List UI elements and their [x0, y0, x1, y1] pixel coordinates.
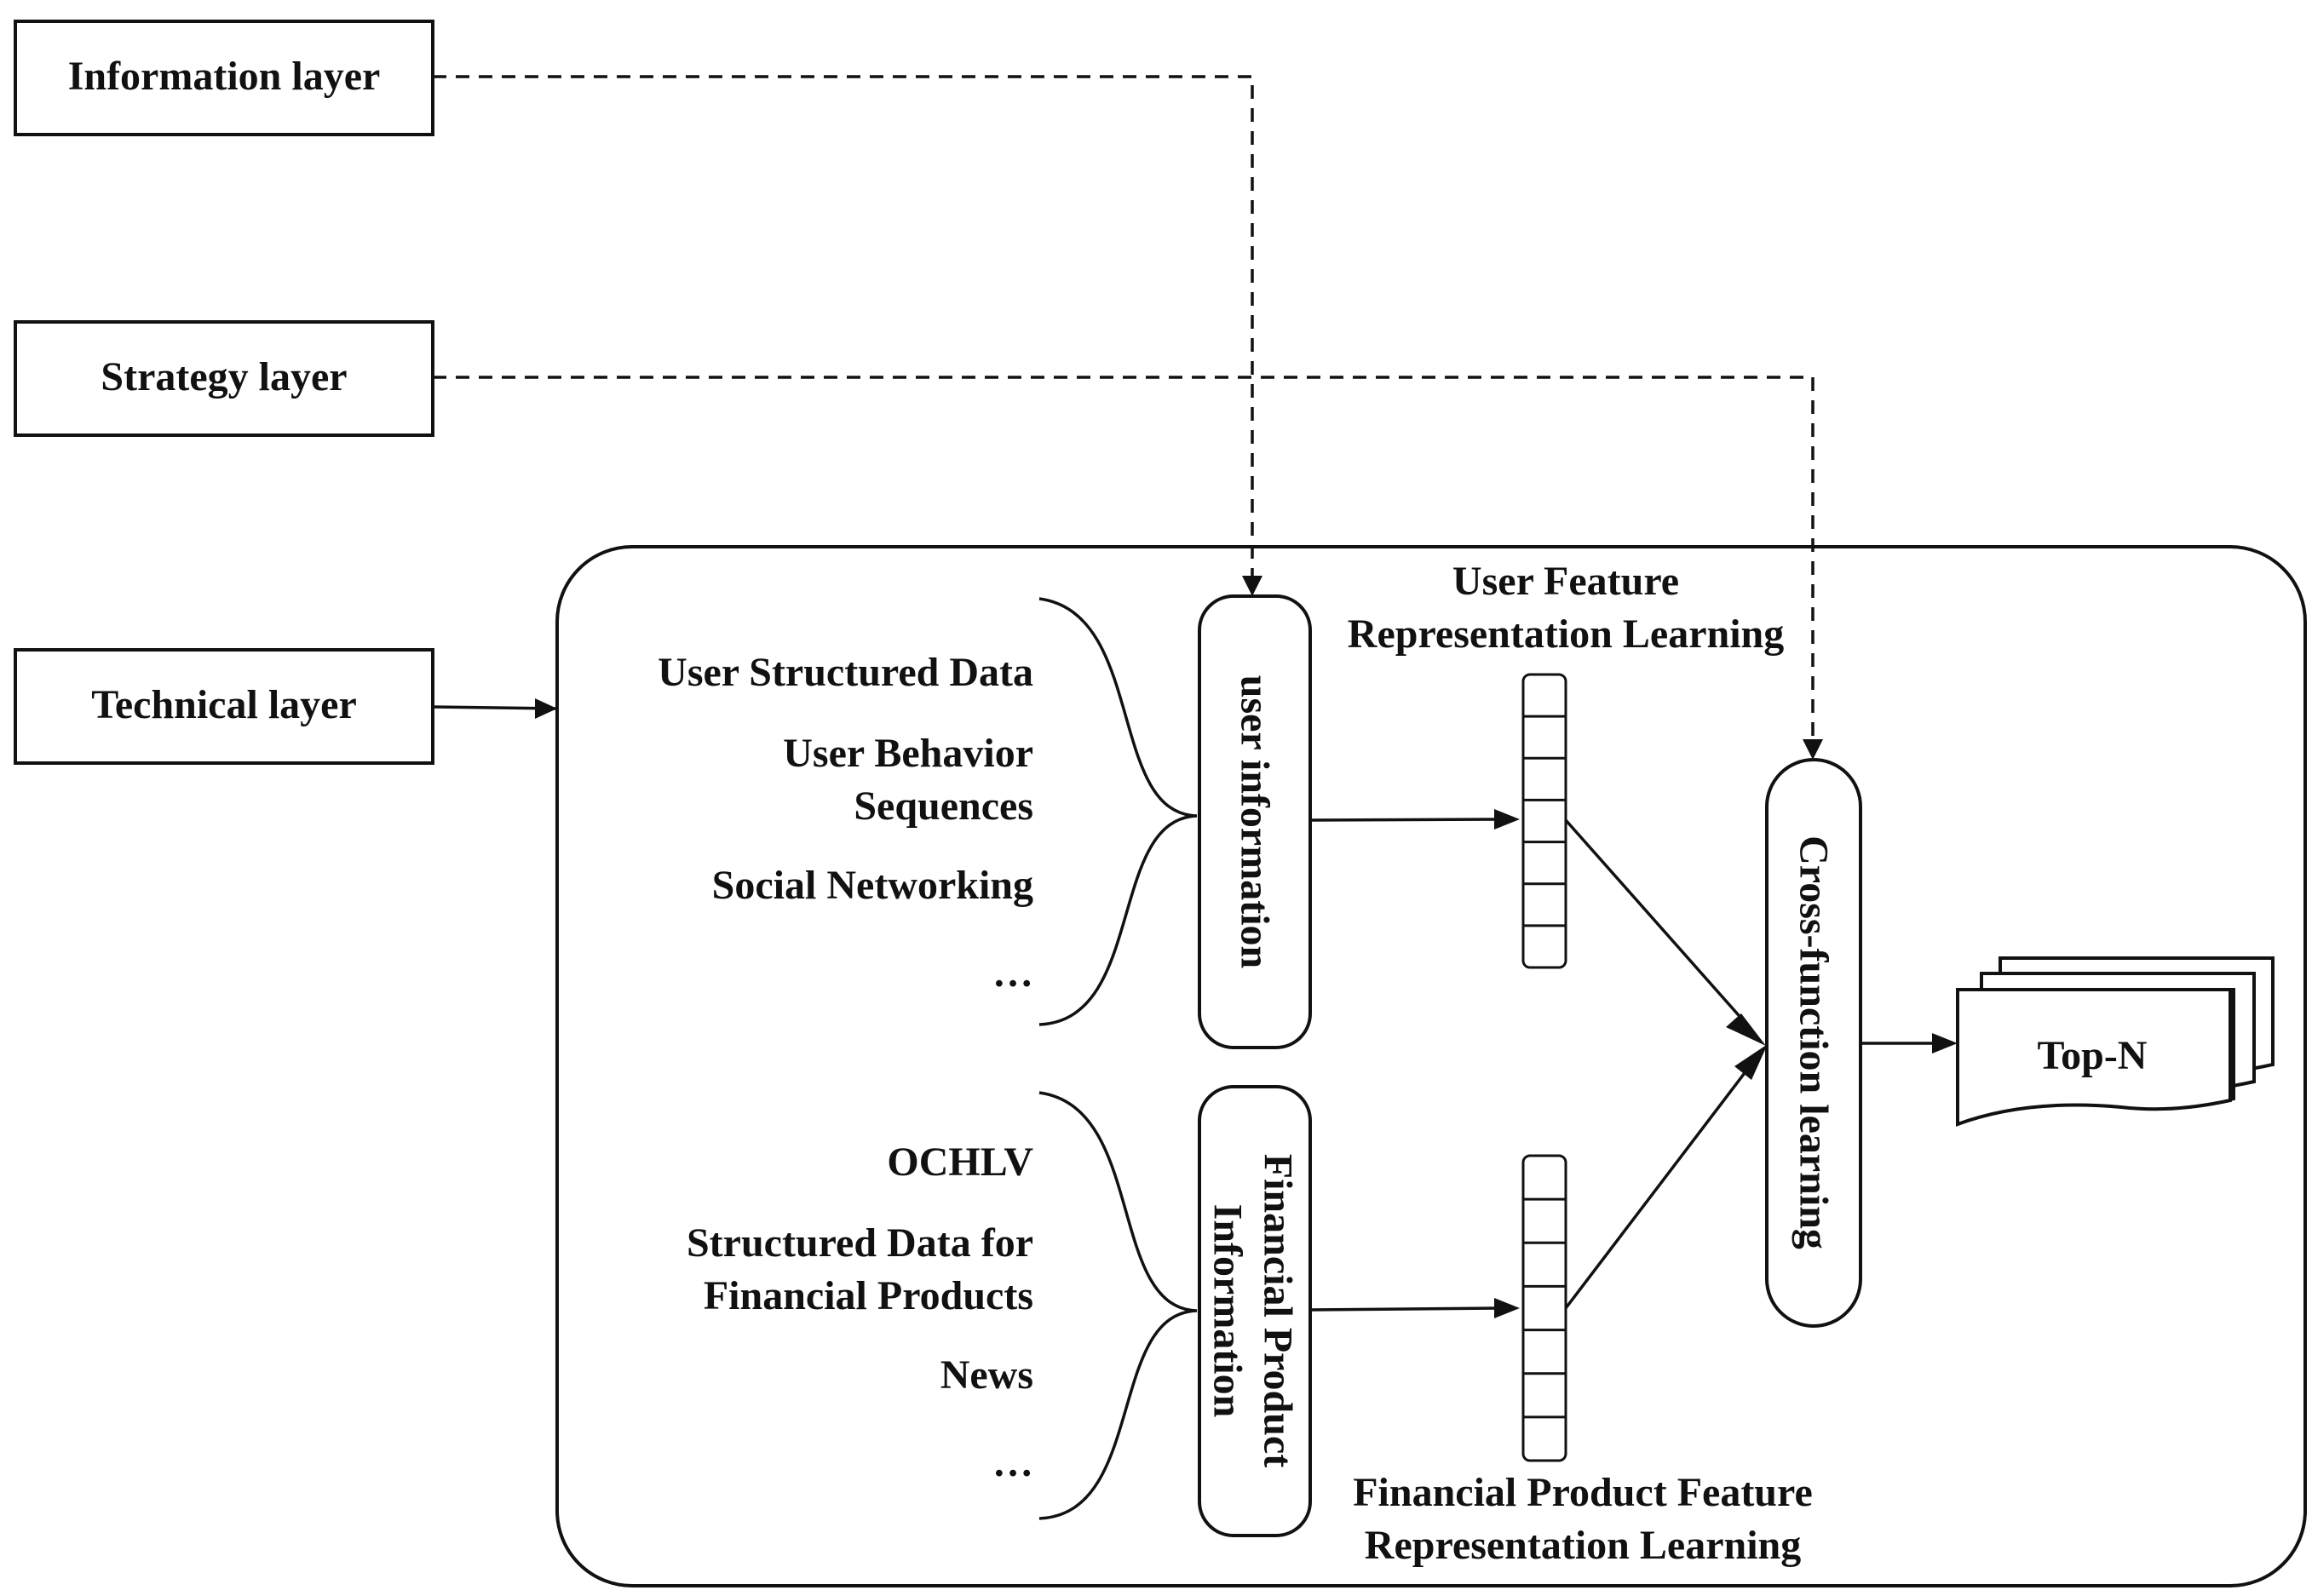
- information-to-user-info-connector: [433, 75, 1254, 586]
- topn-arrowhead: [1932, 1033, 1958, 1053]
- ochlv-label: OCHLV: [887, 1140, 1033, 1185]
- strategy-arrowhead: [1803, 739, 1823, 760]
- technical-layer-label: Technical layer: [91, 682, 357, 727]
- information-layer-box: Information layer: [14, 20, 434, 136]
- product-feature-title-line1: Financial Product Feature: [1353, 1470, 1813, 1515]
- cross-function-learning-node: Cross-function learning: [1765, 758, 1862, 1328]
- strategy-layer-label: Strategy layer: [101, 354, 347, 399]
- product-information-label-line2: Information: [1205, 1204, 1251, 1418]
- user-sources-ellipsis: …: [992, 950, 1033, 996]
- social-networking-label: Social Networking: [712, 863, 1033, 908]
- user-behavior-label-line2: Sequences: [854, 784, 1033, 829]
- technical-arrowhead: [535, 698, 557, 719]
- cross-function-learning-label: Cross-function learning: [1792, 835, 1837, 1249]
- product-feature-vector-frame: [1521, 1154, 1567, 1462]
- user-structured-data-label: User Structured Data: [658, 650, 1033, 695]
- user-cross-arrowhead: [1726, 1013, 1766, 1046]
- user-vector-arrowhead: [1494, 809, 1520, 830]
- information-arrowhead: [1242, 576, 1262, 596]
- user-feature-title-line2: Representation Learning: [1348, 611, 1784, 657]
- product-feature-vector: [1521, 1154, 1567, 1462]
- user-information-label: user information: [1233, 675, 1278, 968]
- product-vector-to-cross-arrow: [1564, 1061, 1754, 1310]
- technical-layer-box: Technical layer: [14, 648, 434, 765]
- user-vector-to-cross-arrow: [1564, 818, 1752, 1031]
- structured-data-products-label-line1: Structured Data for: [687, 1220, 1033, 1266]
- user-information-node: user information: [1198, 594, 1312, 1049]
- user-behavior-label-line1: User Behavior: [783, 731, 1033, 776]
- product-sources-ellipsis: …: [992, 1440, 1033, 1485]
- top-n-document-stack: Top-N: [1956, 956, 2275, 1127]
- user-feature-vector-frame: [1521, 673, 1567, 969]
- strategy-to-cross-function-connector: [433, 376, 1815, 749]
- product-info-to-vector-arrow: [1309, 1306, 1500, 1312]
- product-data-sources: OCHLV Structured Data for Financial Prod…: [687, 1140, 1033, 1485]
- product-vector-arrowhead: [1494, 1298, 1520, 1318]
- user-data-sources: User Structured Data User Behavior Seque…: [658, 650, 1033, 996]
- user-feature-title-line1: User Feature: [1452, 559, 1679, 604]
- technical-frame: [555, 545, 2307, 1587]
- top-n-label: Top-N: [2038, 1033, 2148, 1078]
- user-sources-brace: [1038, 597, 1198, 1026]
- product-feature-title-line2: Representation Learning: [1365, 1523, 1801, 1568]
- user-feature-vector: [1521, 673, 1567, 969]
- strategy-layer-box: Strategy layer: [14, 320, 434, 437]
- information-layer-label: Information layer: [68, 54, 381, 99]
- product-cross-arrowhead: [1734, 1044, 1768, 1080]
- news-label: News: [940, 1352, 1033, 1398]
- user-info-to-vector-arrow: [1309, 818, 1500, 822]
- product-information-label-line1: Financial Product: [1256, 1154, 1301, 1467]
- product-sources-brace: [1038, 1091, 1198, 1520]
- product-information-node: Financial Product Information: [1198, 1085, 1312, 1537]
- structured-data-products-label-line2: Financial Products: [704, 1273, 1033, 1318]
